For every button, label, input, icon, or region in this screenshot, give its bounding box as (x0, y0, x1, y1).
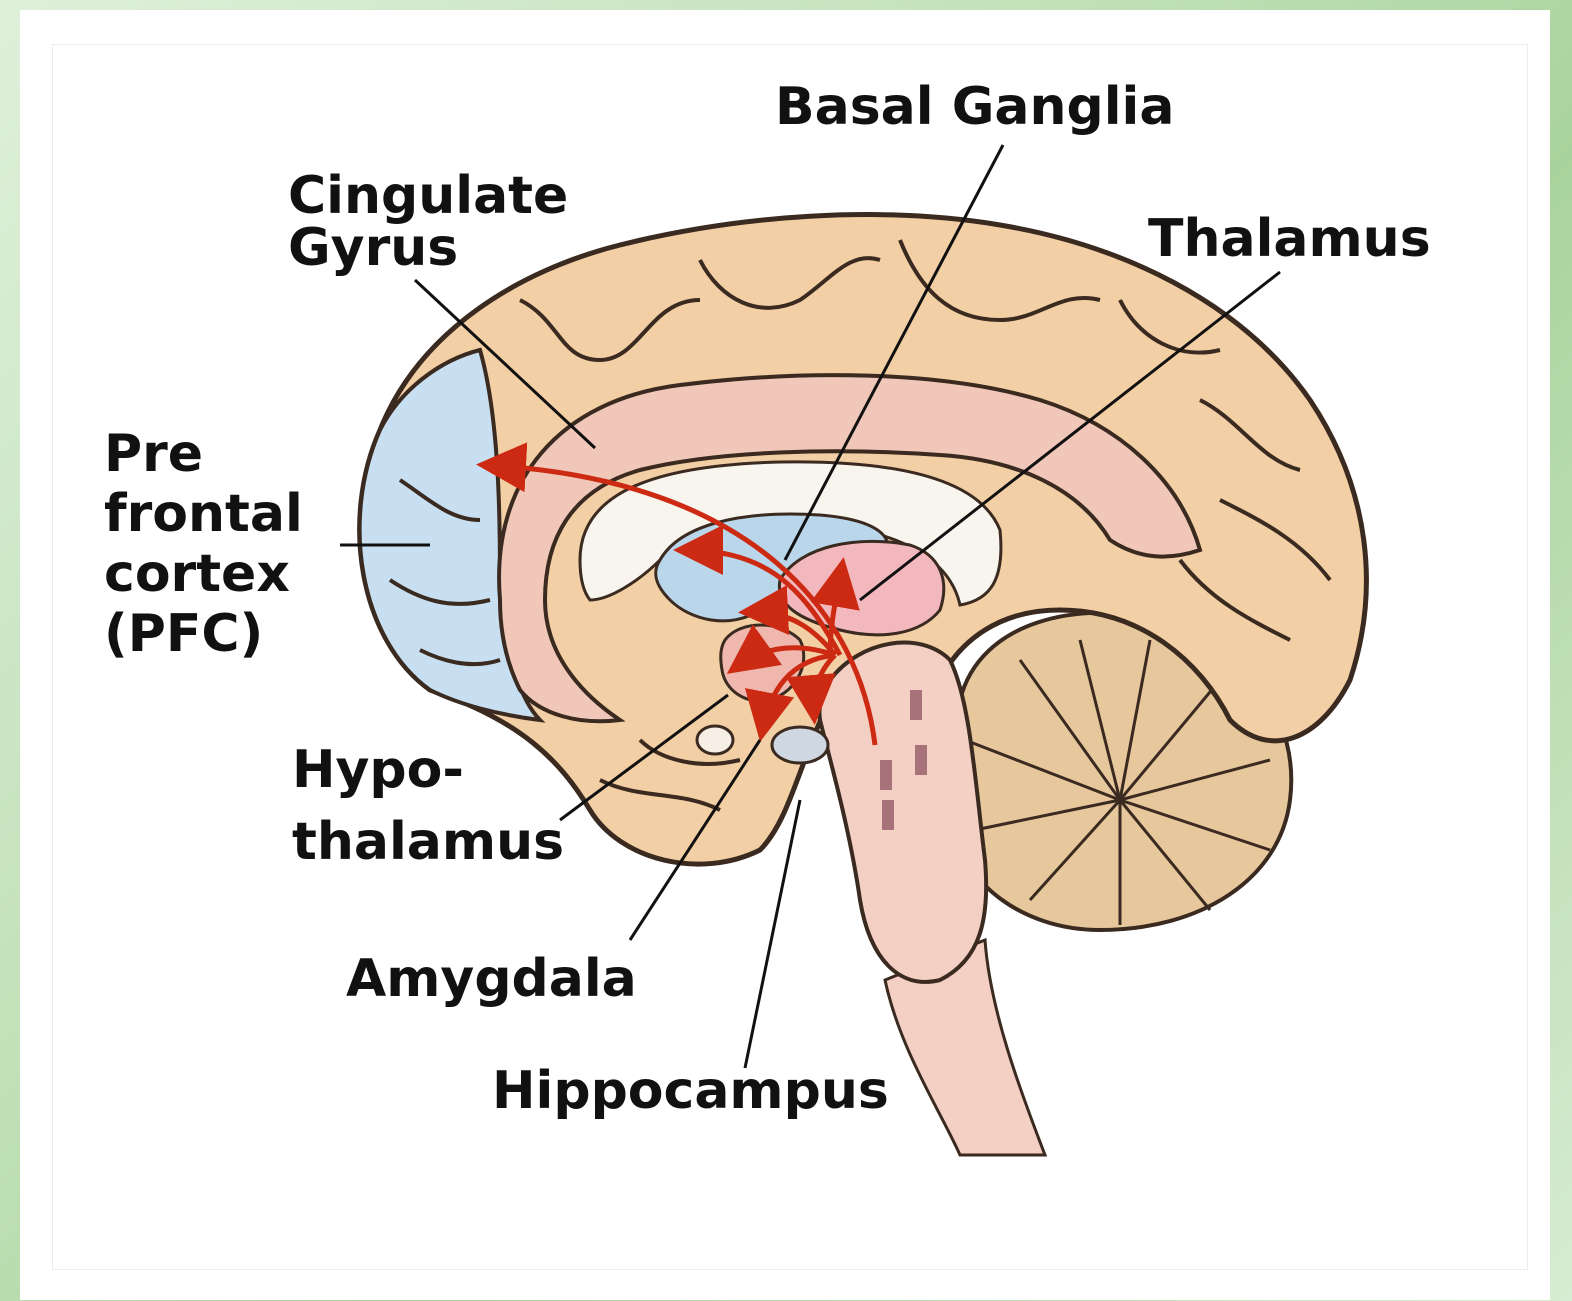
label-pfc-line3: cortex (104, 544, 303, 604)
brainstem (819, 643, 986, 982)
label-hypothalamus-line1: Hypo- (292, 734, 564, 806)
amygdala-body (697, 726, 733, 754)
label-hippocampus: Hippocampus (492, 1064, 889, 1118)
label-hypothalamus: Hypo- thalamus (292, 734, 564, 878)
label-cingulate-gyrus: Cingulate Gyrus (288, 170, 568, 274)
label-thalamus: Thalamus (1148, 212, 1431, 266)
label-amygdala: Amygdala (346, 952, 637, 1006)
label-hippocampus-text: Hippocampus (492, 1061, 889, 1121)
label-hypothalamus-line2: thalamus (292, 806, 564, 878)
label-pfc-line4: (PFC) (104, 604, 303, 664)
label-basal-ganglia: Basal Ganglia (775, 80, 1174, 134)
label-amygdala-text: Amygdala (346, 949, 637, 1009)
label-thalamus-text: Thalamus (1148, 209, 1431, 269)
label-pfc-line2: frontal (104, 484, 303, 544)
label-basal-ganglia-text: Basal Ganglia (775, 77, 1174, 137)
hippocampus-body (772, 727, 828, 763)
label-cingulate-line1: Cingulate (288, 170, 568, 222)
label-prefrontal-cortex: Pre frontal cortex (PFC) (104, 424, 303, 664)
label-cingulate-line2: Gyrus (288, 222, 568, 274)
label-pfc-line1: Pre (104, 424, 303, 484)
